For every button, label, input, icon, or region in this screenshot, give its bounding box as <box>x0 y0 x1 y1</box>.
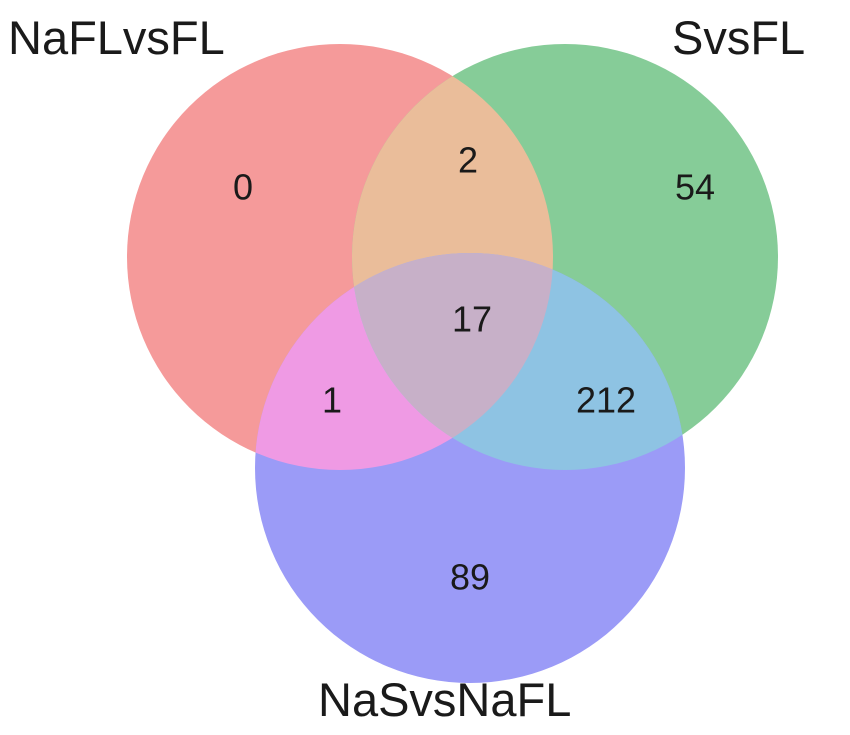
set-b-label: SvsFL <box>672 11 806 64</box>
count-ab: 2 <box>458 140 478 181</box>
count-b-only: 54 <box>675 167 715 208</box>
set-c-label: NaSvsNaFL <box>318 673 572 726</box>
count-a-only: 0 <box>233 167 253 208</box>
count-abc: 17 <box>452 299 492 340</box>
count-ac: 1 <box>322 380 342 421</box>
count-c-only: 89 <box>450 557 490 598</box>
set-a-label: NaFLvsFL <box>8 11 225 64</box>
count-bc: 212 <box>576 380 636 421</box>
